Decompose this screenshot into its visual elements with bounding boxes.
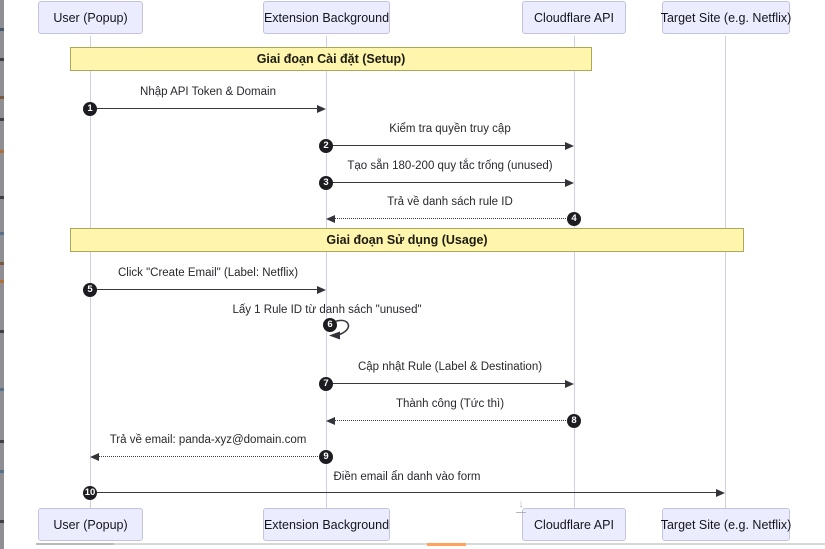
sequence-number-badge: 3 — [319, 176, 333, 190]
arrowhead-right-icon — [565, 178, 574, 187]
download-icon: ↓ — [514, 498, 528, 515]
minimap-mark — [0, 232, 4, 235]
sequence-number-badge: 1 — [83, 102, 97, 116]
participant-label: Cloudflare API — [534, 517, 614, 532]
minimap-mark — [0, 58, 4, 61]
message-label-10: Điền email ẩn danh vào form — [333, 471, 481, 483]
arrowhead-left-icon — [326, 214, 335, 223]
minimap-mark — [0, 28, 4, 31]
participant-label: Cloudflare API — [534, 10, 614, 25]
minimap-mark — [0, 118, 4, 121]
message-label-7: Cập nhật Rule (Label & Destination) — [357, 361, 543, 373]
arrowhead-left-icon — [326, 416, 335, 425]
sequence-number-badge: 6 — [323, 318, 337, 332]
lifeline-user — [90, 36, 91, 508]
message-label-6: Lấy 1 Rule ID từ danh sách "unused" — [232, 304, 422, 316]
minimap-mark — [0, 440, 4, 443]
phase-label: Giai đoạn Cài đặt (Setup) — [256, 52, 406, 66]
sequence-number-badge: 10 — [83, 486, 97, 500]
message-arrow-1 — [90, 108, 317, 109]
minimap-mark — [0, 388, 4, 391]
participant-cloudflare-top: Cloudflare API — [522, 1, 626, 34]
message-arrow-10 — [90, 492, 716, 493]
phase-label: Giai đoạn Sử dụng (Usage) — [326, 233, 488, 247]
window-edge-strip — [0, 0, 4, 549]
minimap-mark — [0, 280, 4, 283]
minimap-mark — [0, 262, 4, 265]
arrowhead-right-icon — [565, 379, 574, 388]
sequence-number-badge: 2 — [319, 139, 333, 153]
participant-label: Target Site (e.g. Netflix) — [660, 10, 792, 25]
participant-label: User (Popup) — [53, 517, 128, 532]
phase-banner-setup: Giai đoạn Cài đặt (Setup) — [70, 47, 592, 71]
message-label-2: Kiểm tra quyền truy cập — [389, 123, 511, 135]
arrowhead-left-icon — [90, 452, 99, 461]
minimap-mark — [0, 470, 4, 473]
arrowhead-right-icon — [317, 104, 326, 113]
participant-label: User (Popup) — [53, 10, 128, 25]
phase-banner-usage: Giai đoạn Sử dụng (Usage) — [70, 228, 744, 252]
bottom-window-edge — [114, 543, 825, 545]
active-tab-accent — [427, 543, 466, 546]
participant-label: Extension Background — [263, 517, 390, 532]
minimap-mark — [0, 330, 4, 333]
message-label-5: Click "Create Email" (Label: Netflix) — [117, 267, 299, 279]
message-label-3: Tạo sẵn 180-200 quy tắc trống (unused) — [347, 160, 553, 172]
arrowhead-right-icon — [716, 488, 725, 497]
arrowhead-right-icon — [317, 285, 326, 294]
participant-label: Extension Background — [263, 10, 390, 25]
message-arrow-2 — [326, 145, 565, 146]
participant-user-bottom: User (Popup) — [38, 508, 143, 541]
sequence-number-badge: 4 — [567, 212, 581, 226]
sequence-number-badge: 9 — [319, 450, 333, 464]
message-arrow-4 — [335, 218, 574, 219]
lifeline-extension-background — [326, 36, 327, 508]
message-arrow-9 — [99, 456, 326, 457]
message-arrow-5 — [90, 289, 317, 290]
minimap-mark — [0, 96, 4, 99]
arrowhead-right-icon — [565, 141, 574, 150]
download-base-line — [516, 512, 526, 513]
participant-cloudflare-bottom: Cloudflare API — [522, 508, 626, 541]
message-label-9: Trả về email: panda-xyz@domain.com — [109, 434, 307, 446]
message-arrow-8 — [335, 420, 574, 421]
lifeline-target-site — [725, 36, 726, 508]
minimap-mark — [0, 150, 4, 153]
bottom-window-edge — [36, 543, 114, 545]
minimap-mark — [0, 520, 4, 523]
participant-target-top: Target Site (e.g. Netflix) — [660, 1, 792, 34]
message-label-4: Trả về danh sách rule ID — [387, 196, 513, 208]
minimap-mark — [0, 196, 4, 199]
message-arrow-7 — [326, 383, 565, 384]
message-label-1: Nhập API Token & Domain — [140, 86, 276, 98]
sequence-number-badge: 8 — [567, 414, 581, 428]
participant-label: Target Site (e.g. Netflix) — [660, 517, 792, 532]
participant-extension-bottom: Extension Background — [263, 508, 390, 541]
lifeline-cloudflare-api — [574, 36, 575, 508]
participant-extension-top: Extension Background — [263, 1, 390, 34]
participant-user-top: User (Popup) — [38, 1, 143, 34]
message-label-8: Thành công (Tức thì) — [395, 398, 505, 410]
sequence-number-badge: 7 — [319, 377, 333, 391]
download-arrow-glyph: ↓ — [518, 498, 524, 510]
sequence-number-badge: 5 — [83, 283, 97, 297]
message-arrow-3 — [326, 182, 565, 183]
participant-target-bottom: Target Site (e.g. Netflix) — [660, 508, 792, 541]
